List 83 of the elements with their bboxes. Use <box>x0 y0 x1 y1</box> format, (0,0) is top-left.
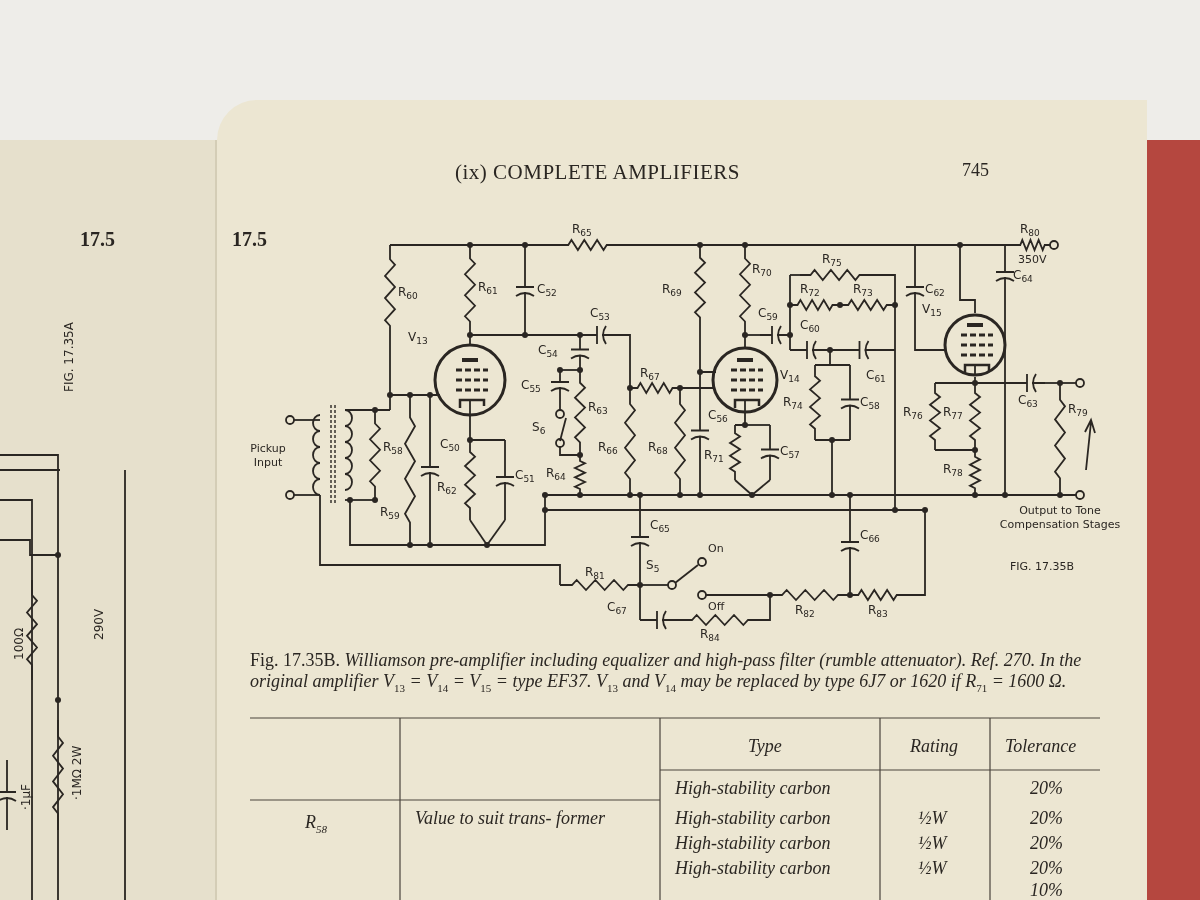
table-entry: ½W <box>918 858 947 878</box>
component-label: C$_{52}$ <box>537 282 557 301</box>
component-label: R$_{58}$ <box>383 440 403 459</box>
page-heading: (ix) COMPLETE AMPLIFIERS <box>455 160 741 185</box>
component-label: C$_{54}$ <box>538 343 558 362</box>
table-entry: High-stability carbon <box>675 833 831 853</box>
component-label: R$_{65}$ <box>572 222 592 241</box>
component-label: R$_{83}$ <box>868 603 888 622</box>
component-label: C$_{61}$ <box>866 368 886 387</box>
component-label: V$_{15}$ <box>922 302 942 321</box>
table-entry: 20% <box>1030 858 1063 878</box>
switch-position-label: Off <box>708 600 725 614</box>
component-label: C$_{55}$ <box>521 378 541 397</box>
page-number: 745 <box>962 160 989 181</box>
component-label: R$_{84}$ <box>700 627 720 646</box>
component-label: R$_{67}$ <box>640 366 660 385</box>
component-label: C$_{60}$ <box>800 318 820 337</box>
component-label: C$_{59}$ <box>758 306 778 325</box>
component-label: R$_{78}$ <box>943 462 963 481</box>
component-label: R$_{60}$ <box>398 285 418 304</box>
component-label: R$_{64}$ <box>546 466 566 485</box>
terminal-label: Pickup Input <box>249 442 287 470</box>
value-label: 100Ω <box>12 627 26 660</box>
section-number: 17.5 <box>232 228 267 251</box>
component-label: S$_{5}$ <box>646 558 660 577</box>
voltage-label: 290V <box>92 608 106 640</box>
component-label: R$_{71}$ <box>704 448 724 467</box>
component-label: C$_{64}$ <box>1013 268 1033 287</box>
component-label: R$_{74}$ <box>783 395 803 414</box>
switch-position-label: On <box>708 542 724 556</box>
component-label: R$_{59}$ <box>380 505 400 524</box>
component-label: R$_{82}$ <box>795 603 815 622</box>
component-label: C$_{58}$ <box>860 395 880 414</box>
component-label: R$_{77}$ <box>943 405 963 424</box>
section-number: 17.5 <box>80 228 115 251</box>
component-label: C$_{65}$ <box>650 518 670 537</box>
column-header: Rating <box>910 736 958 756</box>
component-label: C$_{50}$ <box>440 437 460 456</box>
component-label: C$_{67}$ <box>607 600 627 619</box>
component-label: R$_{75}$ <box>822 252 842 271</box>
value-label: ·1MΩ 2W <box>70 745 84 800</box>
column-header: Tolerance <box>1005 736 1077 756</box>
component-label: C$_{53}$ <box>590 306 610 325</box>
table-entry: ½W <box>918 833 947 853</box>
table-entry: 20% <box>1030 778 1063 798</box>
component-label: C$_{63}$ <box>1018 393 1038 412</box>
component-label: R$_{62}$ <box>437 480 457 499</box>
component-label: R$_{72}$ <box>800 282 820 301</box>
component-label: R$_{80}$ <box>1020 222 1040 241</box>
component-label: C$_{62}$ <box>925 282 945 301</box>
component-label: R$_{81}$ <box>585 565 605 584</box>
component-label: S$_{6}$ <box>532 420 546 439</box>
figure-number: FIG. 17.35B <box>1010 560 1075 574</box>
component-label: C$_{57}$ <box>780 444 800 463</box>
component-label: R$_{76}$ <box>903 405 923 424</box>
table-entry: High-stability carbon <box>675 778 831 798</box>
component-label: R$_{68}$ <box>648 440 668 459</box>
figure-caption: Fig. 17.35B. Williamson pre-amplifier including equalizer and high-pass filter (rumble attenuator). Ref. 270. In the original amplifier V$_{13}$ = V$_{14}$ = V$_{15}$ = type EF37. V$_{13}$ and V$_{14}$ may be replaced by type 6J7 or 1620 if R$_{71}$ = 1600 Ω. <box>250 650 1083 696</box>
table-entry: 10% <box>1030 880 1063 900</box>
component-label: R$_{73}$ <box>853 282 873 301</box>
component-label: C$_{56}$ <box>708 408 728 427</box>
table-entry: ½W <box>918 808 947 828</box>
value-label: ·1μF <box>19 784 33 810</box>
component-label: C$_{51}$ <box>515 468 535 487</box>
component-label: R$_{61}$ <box>478 280 498 299</box>
component-label: R$_{66}$ <box>598 440 618 459</box>
figure-number: FIG. 17.35A <box>62 322 76 392</box>
table-entry: R$_{58}$ <box>305 812 327 837</box>
component-label: V$_{13}$ <box>408 330 428 349</box>
voltage-label: 350V <box>1018 253 1047 267</box>
component-label: V$_{14}$ <box>780 368 800 387</box>
component-label: R$_{63}$ <box>588 400 608 419</box>
terminal-label: Output to Tone Compensation Stages <box>998 504 1122 532</box>
component-label: R$_{79}$ <box>1068 402 1088 421</box>
component-label: R$_{69}$ <box>662 282 682 301</box>
table-entry: High-stability carbon <box>675 808 831 828</box>
table-entry: 20% <box>1030 808 1063 828</box>
component-label: R$_{70}$ <box>752 262 772 281</box>
column-header: Type <box>748 736 782 756</box>
table-entry: Value to suit trans- former <box>415 808 606 828</box>
table-entry: 20% <box>1030 833 1063 853</box>
component-label: C$_{66}$ <box>860 528 880 547</box>
table-entry: High-stability carbon <box>675 858 831 878</box>
